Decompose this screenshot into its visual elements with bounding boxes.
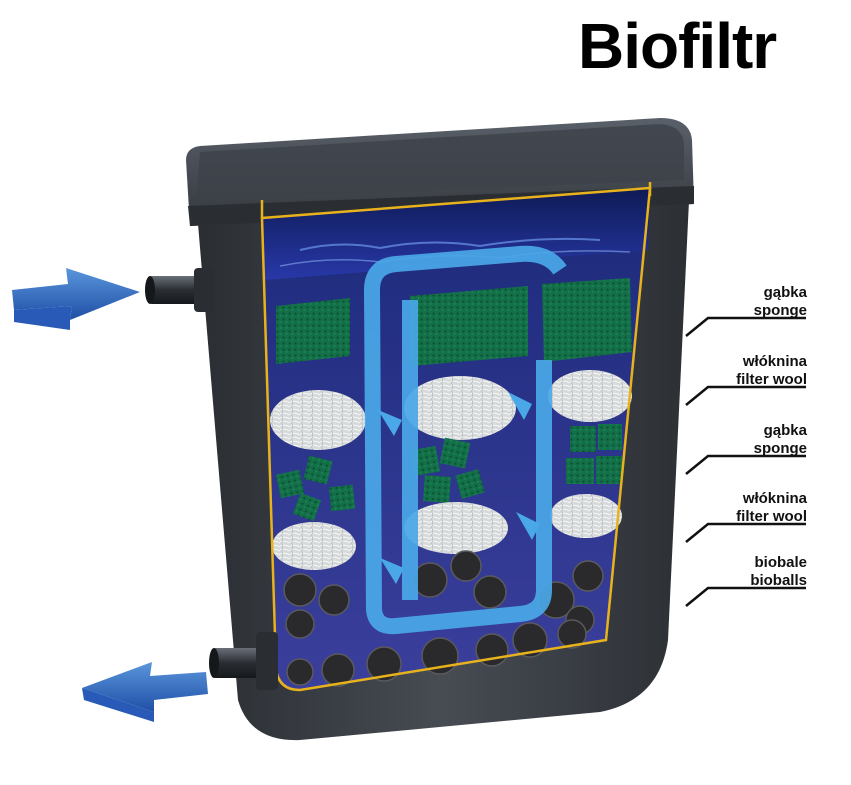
sponge-layer-top [276, 278, 632, 366]
layer-label-en: sponge [753, 302, 807, 319]
layer-label-5: biobale bioballs [657, 554, 807, 590]
layer-label-pl: gąbka [763, 284, 807, 301]
layer-label-2: włóknina filter wool [657, 353, 807, 389]
label-leaders [685, 316, 806, 607]
cutaway-view [260, 182, 652, 692]
layer-label-en: filter wool [736, 508, 807, 525]
flow-direction-arrows [378, 392, 540, 584]
layer-label-pl: biobale [754, 554, 807, 571]
layer-label-4: włóknina filter wool [657, 490, 807, 526]
layer-label-en: sponge [753, 440, 807, 457]
layer-label-en: bioballs [750, 572, 807, 589]
outlet-arrow-icon [82, 662, 208, 722]
inlet-arrow-icon [12, 268, 140, 330]
filter-wool-layer-upper [270, 370, 632, 450]
flow-channels [364, 245, 567, 635]
filter-wool-layer-lower [272, 494, 622, 570]
layer-label-en: filter wool [736, 371, 807, 388]
layer-label-1: gąbka sponge [657, 284, 807, 320]
inlet-pipe-icon [145, 268, 214, 312]
layer-label-pl: gąbka [763, 422, 807, 439]
page-title: Biofiltr [578, 10, 777, 82]
outlet-pipe-icon [209, 632, 278, 690]
layer-label-pl: włóknina [742, 353, 807, 370]
layer-label-pl: włóknina [742, 490, 807, 507]
layer-label-3: gąbka sponge [657, 422, 807, 458]
